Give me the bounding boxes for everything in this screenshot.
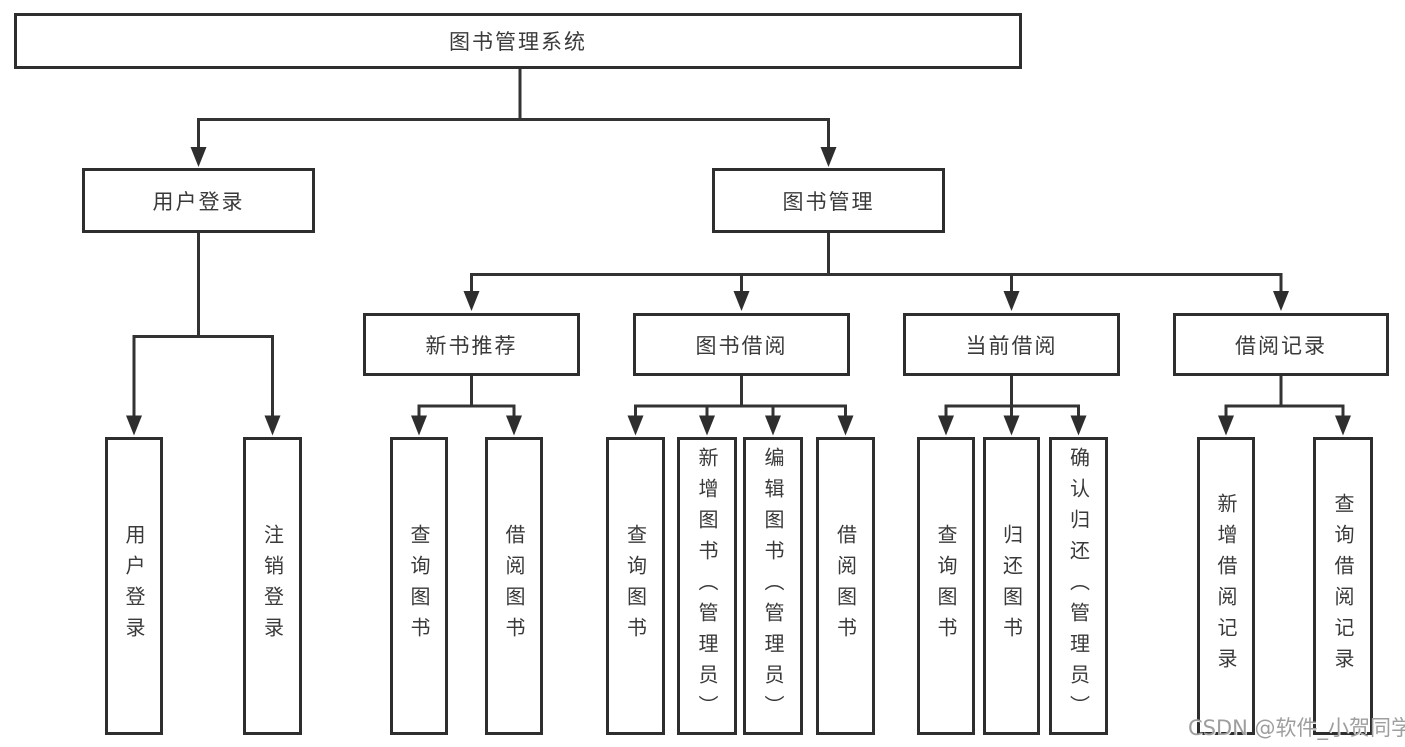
node-label: 借阅图书 (502, 524, 526, 648)
node-new-book-recommend: 新书推荐 (363, 313, 580, 376)
node-label: 用户登录 (122, 524, 146, 648)
leaf-borrow-books-borrowing: 借阅图书 (816, 437, 875, 735)
arrowhead (765, 415, 781, 436)
leaf-query-books-current: 查询图书 (917, 437, 975, 735)
arrowhead (1003, 291, 1020, 311)
leaf-query-books-recommend: 查询图书 (390, 437, 448, 735)
node-label: 图书管理系统 (449, 30, 587, 54)
arrowhead (190, 147, 207, 167)
leaf-add-books-admin: 新增图书（管理员） (677, 437, 737, 735)
connector-current-to-leaves (944, 375, 1080, 418)
node-label: 归还图书 (999, 524, 1024, 648)
arrowhead (1273, 291, 1289, 311)
arrowhead (1070, 415, 1087, 436)
node-label: 查询图书 (934, 524, 958, 648)
csdn-watermark: CSDN @软件_小贺同学 (1188, 716, 1405, 740)
leaf-borrow-books-recommend: 借阅图书 (485, 437, 543, 735)
leaf-edit-books-admin: 编辑图书（管理员） (743, 437, 803, 735)
arrowhead (820, 147, 837, 167)
leaf-return-books: 归还图书 (983, 437, 1040, 735)
node-label: 新增借阅记录 (1214, 493, 1238, 679)
connector-root-to-level2 (197, 68, 830, 149)
arrowhead (1218, 415, 1234, 436)
connector-borrowing-to-leaves (634, 375, 847, 418)
node-label: 借阅图书 (833, 524, 858, 648)
node-label: 确认归还（管理员） (1066, 446, 1091, 726)
arrowhead (699, 415, 715, 436)
node-label: 查询图书 (407, 524, 431, 648)
node-label: 新增图书（管理员） (695, 446, 719, 726)
arrowhead (126, 415, 142, 436)
arrowhead (938, 415, 954, 436)
arrowhead (463, 291, 480, 311)
node-label: 借阅记录 (1235, 333, 1327, 358)
arrowhead (1335, 415, 1351, 436)
leaf-logout: 注销登录 (243, 437, 302, 735)
node-borrowing-records: 借阅记录 (1173, 313, 1389, 376)
connector-bookmgmt-to-level3 (470, 233, 1283, 293)
arrowhead (506, 415, 522, 436)
leaf-user-login: 用户登录 (105, 437, 163, 735)
leaf-query-borrow-record: 查询借阅记录 (1313, 437, 1373, 735)
arrowhead (264, 415, 281, 436)
node-label: 新书推荐 (425, 333, 518, 358)
arrowhead (733, 291, 750, 311)
node-label: 图书借阅 (695, 333, 788, 358)
node-library-system: 图书管理系统 (14, 13, 1022, 69)
arrowhead (627, 415, 644, 436)
leaf-query-books-borrowing: 查询图书 (606, 437, 665, 735)
connector-userlogin-to-leaves (132, 233, 274, 418)
connector-records-to-leaves (1224, 375, 1345, 418)
connector-newbooks-to-leaves (417, 375, 516, 418)
arrowhead (837, 415, 854, 436)
node-label: 查询图书 (623, 524, 648, 648)
node-book-borrowing: 图书借阅 (633, 313, 850, 376)
node-label: 编辑图书（管理员） (761, 446, 785, 726)
node-label: 查询借阅记录 (1331, 493, 1355, 679)
node-book-management: 图书管理 (712, 168, 945, 233)
arrowhead (411, 415, 427, 436)
node-label: 注销登录 (260, 524, 285, 648)
node-user-login: 用户登录 (82, 168, 315, 233)
arrowhead (1003, 415, 1020, 436)
node-current-borrowing: 当前借阅 (903, 313, 1120, 376)
node-label: 图书管理 (782, 189, 875, 214)
node-label: 用户登录 (152, 189, 245, 214)
node-label: 当前借阅 (965, 333, 1058, 358)
leaf-confirm-return-admin: 确认归还（管理员） (1049, 437, 1108, 735)
leaf-add-borrow-record: 新增借阅记录 (1197, 437, 1255, 735)
